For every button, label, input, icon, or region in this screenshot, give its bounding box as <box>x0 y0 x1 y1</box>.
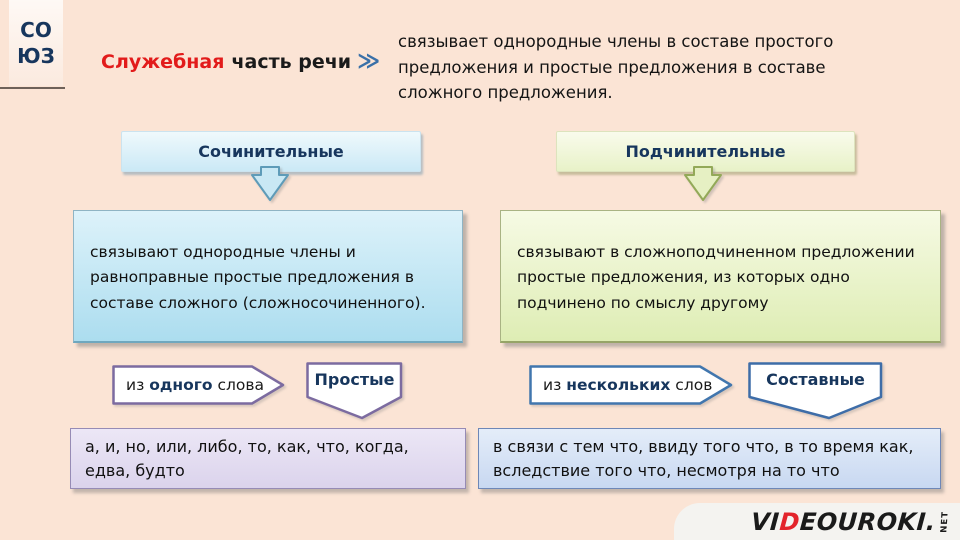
compound-type-banner: Составные <box>748 362 883 420</box>
topic-word-line1: СО <box>20 18 52 42</box>
banner-down-shape <box>748 362 883 420</box>
videouroki-logo: VIDEOUROKI. NET <box>750 507 951 536</box>
simple-type-banner: Простые <box>306 362 403 420</box>
down-arrow-icon <box>251 166 289 201</box>
corner-underline <box>0 87 65 89</box>
simple-type-label: Простые <box>314 370 395 389</box>
one-word-tag-label: из одного слова <box>126 376 265 394</box>
subordinating-description-text: связывают в сложноподчиненном предложени… <box>517 243 915 312</box>
subordinating-examples-box: в связи с тем что, ввиду того что, в то … <box>478 428 941 489</box>
compound-type-label: Составные <box>766 370 865 389</box>
pentagon-right-shape <box>112 365 285 405</box>
pentagon-right-shape <box>529 365 733 405</box>
several-words-tag: из нескольких слов <box>529 365 733 405</box>
logo-net-label: NET <box>939 510 951 533</box>
topic-word-box: СО ЮЗ <box>9 0 63 86</box>
coordinating-description-box: связывают однородные члены и равноправны… <box>73 210 463 343</box>
several-words-tag-label: из нескольких слов <box>543 376 713 394</box>
topic-word-line2: ЮЗ <box>17 44 55 68</box>
subordinating-header-label: Подчинительные <box>625 142 786 161</box>
coordinating-header-label: Сочинительные <box>198 142 344 161</box>
title-term-red: Служебная <box>101 51 225 73</box>
subordinating-description-box: связывают в сложноподчиненном предложени… <box>500 210 941 343</box>
title-term-rest: часть речи <box>231 51 352 73</box>
subordinating-examples-text: в связи с тем что, ввиду того что, в то … <box>493 436 914 480</box>
down-arrow-icon <box>684 166 722 201</box>
coordinating-examples-box: а, и, но, или, либо, то, как, что, когда… <box>70 428 466 489</box>
coordinating-description-text: связывают однородные члены и равноправны… <box>90 243 426 312</box>
one-word-tag: из одного слова <box>112 365 285 405</box>
logo-play-d: D <box>778 507 802 536</box>
definition-text: связывает однородные члены в составе про… <box>398 32 834 103</box>
banner-down-shape <box>306 362 403 420</box>
slide-title: Служебная часть речи≫ <box>101 49 380 74</box>
videouroki-logo-plate: VIDEOUROKI. NET <box>674 503 960 540</box>
chevron-right-icon: ≫ <box>357 49 381 74</box>
coordinating-examples-text: а, и, но, или, либо, то, как, что, когда… <box>85 436 409 480</box>
coordinating-header-box: Сочинительные <box>121 131 421 172</box>
